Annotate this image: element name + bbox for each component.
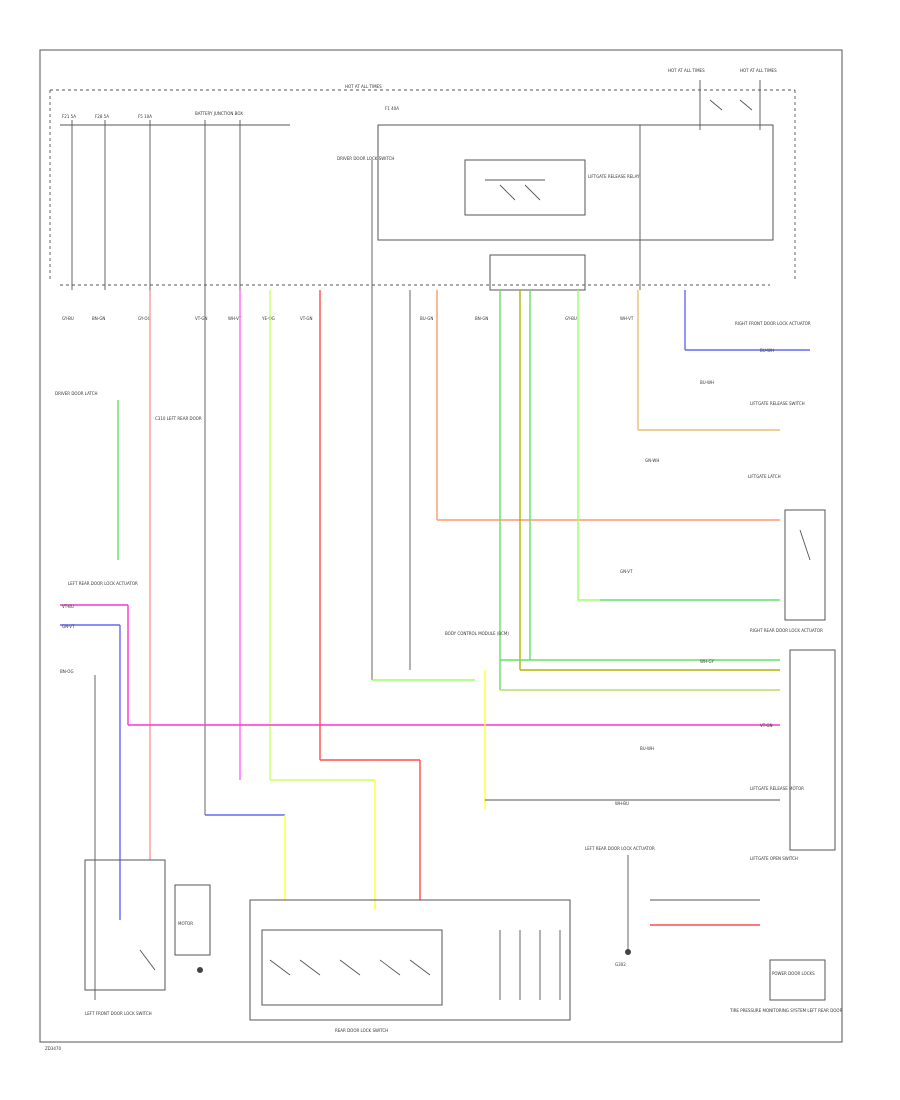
fuse-label-6: HOT AT ALL TIMES xyxy=(668,68,705,73)
bottom-module-label: REAR DOOR LOCK SWITCH xyxy=(335,1028,388,1033)
fuse-label-5: F1 40A xyxy=(385,106,399,111)
right-comp-6: LIFTGATE OPEN SWITCH xyxy=(750,856,798,861)
right-components: RIGHT FRONT DOOR LOCK ACTUATOR LIFTGATE … xyxy=(735,321,836,861)
left-wire-2: VT-BU xyxy=(62,604,74,609)
rw-5: WH-GY xyxy=(700,659,714,664)
bottom-right-component: LEFT REAR DOOR LOCK ACTUATOR xyxy=(585,846,655,851)
left-conn-3: LEFT REAR DOOR LOCK ACTUATOR xyxy=(68,581,138,586)
power-door-box: POWER DOOR LOCKS xyxy=(772,971,815,976)
rw-2: BU-WH xyxy=(700,380,714,385)
bottom-left: MOTOR LEFT FRONT DOOR LOCK SWITCH xyxy=(84,859,211,1016)
colored-wires xyxy=(149,290,810,860)
rw-7: BU-WH xyxy=(640,746,654,751)
pin-label-10: GY-BU xyxy=(565,316,577,321)
pin-label-8: BU-GN xyxy=(420,316,433,321)
fuse-label-bjb: BATTERY JUNCTION BOX xyxy=(195,111,243,116)
pin-label-6: YE-OG xyxy=(261,316,275,321)
rw-4: GN-VT xyxy=(620,569,633,574)
driver-switch-label: DRIVER DOOR LOCK SWITCH xyxy=(337,156,394,161)
pin-label-5: WH-VT xyxy=(228,316,242,321)
rw-8: WH-BU xyxy=(615,801,629,806)
pin-label-4: VT-GN xyxy=(195,316,208,321)
left-box-label: MOTOR xyxy=(178,921,193,926)
fuse-drops xyxy=(60,80,761,290)
bcm-label: BODY CONTROL MODULE (BCM) xyxy=(445,631,509,636)
relay-label: LIFTGATE RELEASE RELAY xyxy=(588,174,640,179)
liftgate-relay: LIFTGATE RELEASE RELAY xyxy=(377,124,774,290)
fuse-label-1: F21 5A xyxy=(62,114,76,119)
connector-row xyxy=(60,254,770,291)
ground-label: G302 xyxy=(615,962,626,967)
pin-label-2: BN-GN xyxy=(92,316,105,321)
fuse-label-2: F28 5A xyxy=(95,114,109,119)
rw-1: BU-WH xyxy=(760,348,774,353)
bottom-right-note: TIRE PRESSURE MONITORING SYSTEM LEFT REA… xyxy=(729,1008,843,1013)
right-comp-5: LIFTGATE RELEASE MOTOR xyxy=(750,786,804,791)
pin-label-7: VT-GN xyxy=(300,316,313,321)
fuse-label-7: HOT AT ALL TIMES xyxy=(740,68,777,73)
right-comp-4: RIGHT REAR DOOR LOCK ACTUATOR xyxy=(750,628,823,633)
rw-6: VT-GN xyxy=(760,723,773,728)
left-wire-3: GN-VT xyxy=(62,624,75,629)
left-conn-2: C310 LEFT REAR DOOR xyxy=(155,416,202,421)
right-comp-3: LIFTGATE LATCH xyxy=(748,474,781,479)
pin-label-1: GY-BU xyxy=(62,316,74,321)
fuse-labels: F21 5A F28 5A F5 10A BATTERY JUNCTION BO… xyxy=(62,68,777,119)
top-bus: HOT AT ALL TIMES xyxy=(49,84,796,280)
left-wire-1: BN-OG xyxy=(60,669,74,674)
left-conn-1: DRIVER DOOR LATCH xyxy=(55,391,98,396)
pin-label-3: GY-OG xyxy=(138,316,151,321)
pin-wire-labels: GY-BU BN-GN GY-OG VT-GN WH-VT YE-OG VT-G… xyxy=(62,316,634,321)
right-comp-2: LIFTGATE RELEASE SWITCH xyxy=(750,401,805,406)
fuse-label-3: F5 10A xyxy=(138,114,152,119)
pin-label-11: WH-VT xyxy=(620,316,634,321)
left-connectors: DRIVER DOOR LATCH C310 LEFT REAR DOOR LE… xyxy=(55,391,202,1000)
horizontal-wires xyxy=(60,599,780,920)
left-bottom-component: LEFT FRONT DOOR LOCK SWITCH xyxy=(85,1011,152,1016)
bottom-module: REAR DOOR LOCK SWITCH xyxy=(249,899,571,1033)
bottom-right: LEFT REAR DOOR LOCK ACTUATOR POWER DOOR … xyxy=(585,846,843,1013)
pin-label-9: BN-GN xyxy=(475,316,488,321)
top-bus-label: HOT AT ALL TIMES xyxy=(345,84,382,89)
rw-3: GN-WH xyxy=(645,458,659,463)
diagram-border xyxy=(39,49,843,1043)
right-comp-1: RIGHT FRONT DOOR LOCK ACTUATOR xyxy=(735,321,811,326)
right-wire-labels: BU-WH BU-WH GN-WH GN-VT WH-GY VT-GN BU-W… xyxy=(615,348,774,806)
footer-code: ZD3470 xyxy=(45,1046,61,1051)
